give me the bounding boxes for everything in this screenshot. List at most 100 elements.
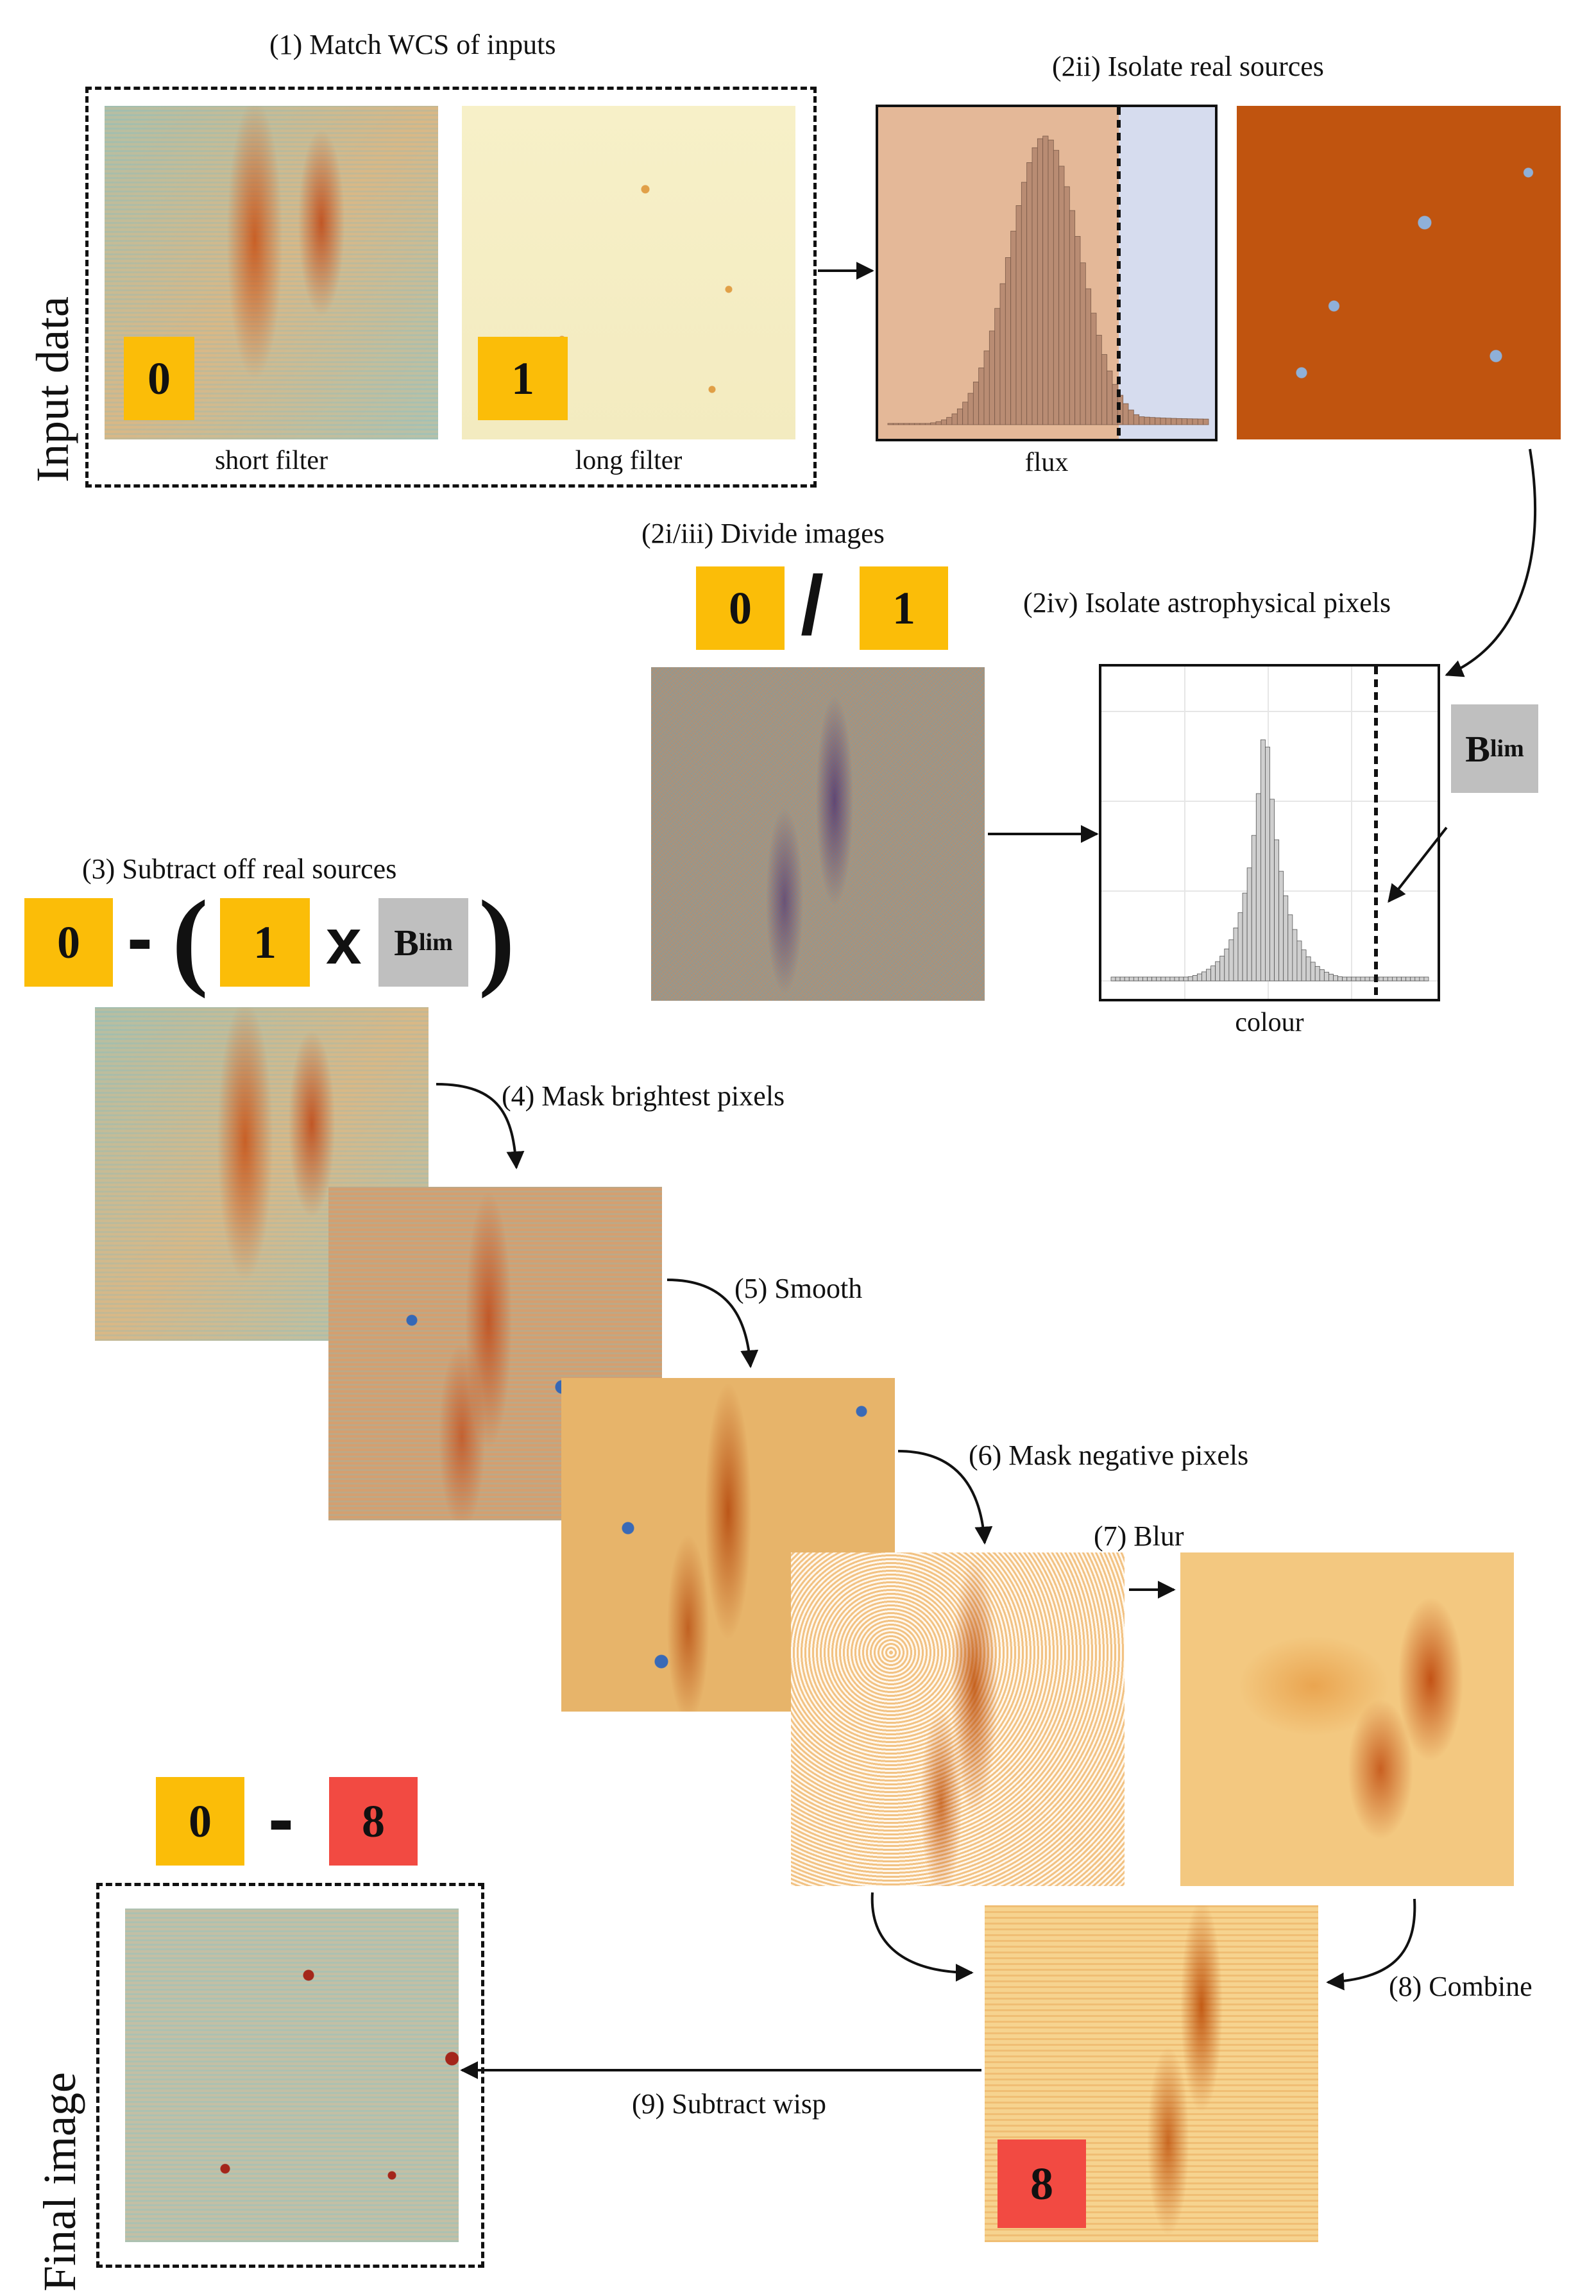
step6-label: (6) Mask negative pixels xyxy=(969,1440,1249,1471)
step7-label: (7) Blur xyxy=(1094,1520,1184,1552)
colour-hist-bar xyxy=(1269,799,1275,982)
colour-hist-bar xyxy=(1260,739,1266,982)
flux-hist-bar xyxy=(1085,288,1092,425)
colour-hist-bar xyxy=(1337,976,1343,982)
flux-hist-bar xyxy=(1058,166,1065,425)
colour-hist-bar xyxy=(1142,976,1148,982)
flux-hist-bar xyxy=(1042,135,1049,425)
step2ii-label: (2ii) Isolate real sources xyxy=(1052,51,1324,82)
flux-hist-bar xyxy=(1080,262,1086,425)
flux-hist-bar xyxy=(1187,418,1193,425)
subtract-badge-0: 0 xyxy=(24,898,113,987)
step2i-iii-label: (2i/iii) Divide images xyxy=(641,518,885,549)
flux-hist-bar xyxy=(935,421,942,425)
colour-hist-bar xyxy=(1201,971,1207,982)
flux-hist-bar xyxy=(1069,210,1076,425)
flux-hist-bar xyxy=(919,423,926,425)
colour-hist-bar xyxy=(1278,871,1284,982)
colour-hist-bar xyxy=(1329,973,1334,982)
colour-hist-bar xyxy=(1183,976,1189,982)
flux-hist-bar xyxy=(1026,162,1033,425)
colour-hist-bar xyxy=(1351,976,1357,982)
colour-hist-bar xyxy=(1305,957,1311,982)
flux-hist-bar xyxy=(978,368,985,425)
colour-hist-bar xyxy=(1283,895,1289,982)
colour-hist-bar xyxy=(1301,949,1307,982)
flux-hist-bar xyxy=(1015,205,1022,425)
flux-hist-bar xyxy=(1160,418,1166,425)
colour-hist-bar xyxy=(1228,939,1234,982)
subtract-badge-1: 1 xyxy=(220,898,310,987)
step8-label: (8) Combine xyxy=(1389,1971,1532,2002)
colour-hist-bar xyxy=(1210,965,1216,982)
colour-hist-bar xyxy=(1119,976,1125,982)
colour-hist-bar xyxy=(1419,976,1425,982)
input-data-box xyxy=(85,87,817,488)
colour-hist-bar xyxy=(1110,976,1116,982)
flux-histogram xyxy=(876,105,1218,441)
flux-hist-bar xyxy=(999,283,1006,425)
blim-main: B xyxy=(1465,727,1490,770)
colour-hist-bar xyxy=(1333,975,1338,982)
flux-hist-bar xyxy=(1021,182,1028,425)
flux-hist-bar xyxy=(989,330,996,425)
divide-operator: / xyxy=(801,558,824,652)
short-filter-caption: short filter xyxy=(214,446,328,475)
colour-hist-bar xyxy=(1246,867,1252,982)
final-badge-8: 8 xyxy=(329,1777,418,1866)
colour-hist-bar xyxy=(1128,976,1134,982)
flux-hist-bar xyxy=(972,381,980,425)
flux-hist-bar xyxy=(983,350,990,425)
colour-hist-bar xyxy=(1147,976,1153,982)
flux-hist-bar xyxy=(1165,418,1172,425)
flux-hist-bar xyxy=(1096,335,1102,425)
arrow-to-combine-left xyxy=(870,1892,974,1982)
flux-hist-bar xyxy=(940,420,947,425)
colour-hist-bar xyxy=(1215,961,1221,982)
colour-hist-bar xyxy=(1242,892,1248,982)
flux-hist-bar xyxy=(1144,416,1150,425)
right-paren: ) xyxy=(479,878,515,999)
left-paren: ( xyxy=(172,878,208,999)
colour-hist-bar xyxy=(1414,976,1420,982)
colour-hist-bar xyxy=(1251,835,1257,982)
colour-hist-bar xyxy=(1233,928,1239,982)
colour-hist-bar xyxy=(1292,929,1298,982)
colour-hist-bar xyxy=(1392,976,1397,982)
flux-hist-bar xyxy=(1123,403,1129,425)
flux-hist-bar xyxy=(892,423,899,425)
flux-hist-bar xyxy=(908,423,915,425)
colour-caption: colour xyxy=(1235,1008,1304,1037)
colour-hist-bar xyxy=(1124,976,1130,982)
colour-hist-bar xyxy=(1387,976,1393,982)
flux-hist-bar xyxy=(1139,416,1145,425)
colour-hist-bar xyxy=(1310,962,1316,982)
masked-negative-image xyxy=(791,1552,1125,1886)
subtract-blim-main: B xyxy=(394,921,419,964)
colour-hist-bar xyxy=(1156,976,1162,982)
flux-hist-bar xyxy=(1171,418,1177,425)
flux-hist-bar xyxy=(1107,370,1113,425)
flux-hist-bar xyxy=(1031,147,1038,425)
subtract-minus: - xyxy=(127,895,153,981)
flux-hist-bar xyxy=(1074,236,1081,425)
flux-hist-bar xyxy=(994,308,1001,425)
colour-hist-bar xyxy=(1378,976,1384,982)
flux-hist-bar xyxy=(903,423,910,425)
colour-hist-bar xyxy=(1138,976,1143,982)
subtract-blim-sub: lim xyxy=(418,929,453,956)
flux-hist-bar xyxy=(962,402,969,425)
colour-hist-bar xyxy=(1206,969,1211,982)
flux-hist-bar xyxy=(914,423,921,425)
colour-hist-bar xyxy=(1405,976,1411,982)
long-filter-image: 1 xyxy=(462,106,795,439)
colour-hist-bar xyxy=(1382,976,1388,982)
colour-hist-bar xyxy=(1396,976,1402,982)
colour-hist-bar xyxy=(1196,973,1202,982)
colour-hist-bar xyxy=(1423,976,1429,982)
colour-hist-bar xyxy=(1115,976,1121,982)
final-image-box xyxy=(96,1883,484,2268)
flux-hist-bar xyxy=(924,423,931,425)
colour-hist-bar xyxy=(1355,976,1361,982)
ratio-image xyxy=(651,667,985,1001)
